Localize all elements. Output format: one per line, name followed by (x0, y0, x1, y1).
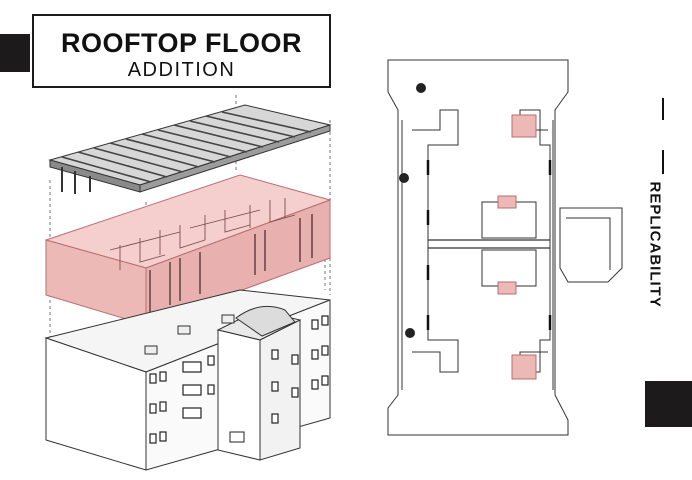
roof-pergola (48, 104, 332, 194)
tree-icon (399, 83, 426, 338)
rooftop-addition-volume (44, 174, 332, 326)
page-subtitle: ADDITION (127, 59, 236, 81)
right-edge-block (645, 381, 692, 427)
page-title: ROOFTOP FLOOR (60, 28, 302, 58)
floor-plan-view (387, 59, 623, 436)
title-box: ROOFTOP FLOOR ADDITION (32, 14, 331, 88)
axonometric-view (44, 95, 332, 471)
left-edge-block (0, 34, 30, 72)
existing-building (44, 289, 331, 471)
